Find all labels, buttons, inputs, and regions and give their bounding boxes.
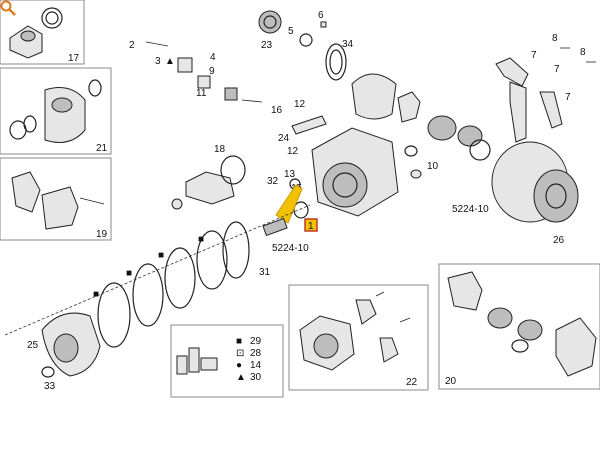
panel-19-label: 19 [96, 229, 108, 240]
callout-23: 23 [261, 40, 273, 51]
panel-22[interactable]: 22 [288, 284, 429, 391]
triangle-marker: ▲ [165, 56, 175, 67]
square-marker: ■ [93, 289, 99, 300]
legend-symbol-1: ■ [236, 336, 242, 347]
main-exploded-view: 23 6 5 34 2 3 ▲ 4 9 11 16 12 24 12 [4, 10, 596, 392]
callout-7-c: 7 [565, 92, 571, 103]
callout-26: 26 [553, 235, 565, 246]
panel-20[interactable]: 20 [438, 263, 600, 390]
highlight-number: 1 [308, 221, 314, 232]
callout-4: 4 [210, 52, 216, 63]
panel-20-label: 20 [445, 376, 457, 387]
callout-2: 2 [129, 40, 135, 51]
legend-value-3: 14 [250, 360, 262, 371]
callout-6: 6 [318, 10, 324, 21]
square-marker: ■ [198, 234, 204, 245]
callout-7-a: 7 [531, 50, 537, 61]
callout-12-bottom: 12 [287, 146, 299, 157]
callout-9: 9 [209, 66, 215, 77]
legend-symbol-3: ● [236, 360, 242, 371]
callout-13: 13 [284, 169, 296, 180]
callout-10: 10 [427, 161, 439, 172]
callout-5: 5 [288, 26, 294, 37]
callout-7-b: 7 [554, 64, 560, 75]
panel-21[interactable]: 21 [0, 67, 112, 155]
highlight-marker[interactable]: 1 [304, 218, 318, 232]
callout-33: 33 [44, 381, 56, 392]
panel-17-label: 17 [68, 53, 80, 64]
search-icon[interactable] [0, 0, 16, 16]
ref-code-main: 5224-10 [272, 243, 309, 254]
callout-8-b: 8 [580, 47, 586, 58]
legend-symbol-4: ▲ [236, 372, 246, 383]
legend-value-2: 28 [250, 348, 262, 359]
ref-code-right: 5224-10 [452, 204, 489, 215]
callout-34: 34 [342, 39, 354, 50]
legend: ■ 29 ⊡ 28 ● 14 ▲ 30 [170, 324, 284, 398]
panel-17[interactable]: 17 [0, 0, 85, 65]
callout-32: 32 [267, 176, 279, 187]
callout-18: 18 [214, 144, 226, 155]
square-marker: ■ [158, 250, 164, 261]
panel-22-label: 22 [406, 377, 418, 388]
square-marker: ■ [126, 268, 132, 279]
callout-24: 24 [278, 133, 290, 144]
callout-8-a: 8 [552, 33, 558, 44]
callout-3: 3 [155, 56, 161, 67]
legend-value-1: 29 [250, 336, 262, 347]
callout-25: 25 [27, 340, 39, 351]
callout-12-top: 12 [294, 99, 306, 110]
panel-21-label: 21 [96, 143, 108, 154]
legend-value-4: 30 [250, 372, 262, 383]
callout-16: 16 [271, 105, 283, 116]
callout-11: 11 [196, 88, 207, 99]
panel-19[interactable]: 19 [0, 157, 112, 241]
legend-symbol-2: ⊡ [236, 348, 244, 359]
callout-31: 31 [259, 267, 271, 278]
